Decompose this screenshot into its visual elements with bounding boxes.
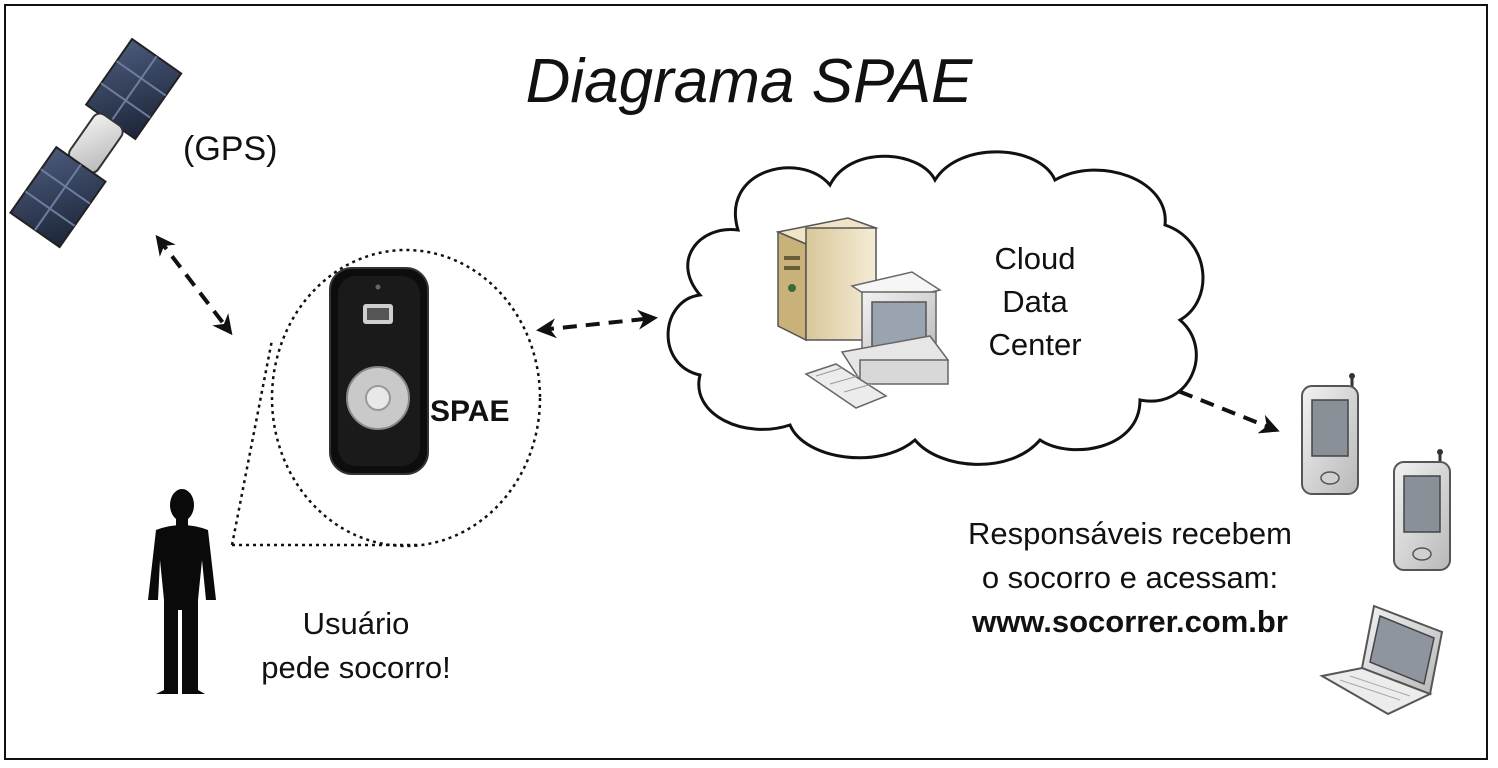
pda-icon xyxy=(1301,373,1359,495)
magnifier-callout xyxy=(230,248,542,548)
device-cloud-arrow xyxy=(536,309,658,339)
cloud-label-line: Center xyxy=(988,327,1082,362)
laptop-icon xyxy=(1319,604,1444,716)
cloud-label-line: Data xyxy=(1002,284,1068,319)
gps-link-arrow xyxy=(155,234,233,336)
keyboard-icon xyxy=(804,363,888,409)
pda-icon xyxy=(1393,449,1451,571)
monitor-icon xyxy=(840,271,950,385)
user-silhouette-icon xyxy=(148,489,216,694)
satellite-icon xyxy=(9,37,183,249)
responders-caption-line: o socorro e acessam: xyxy=(981,560,1279,595)
spae-device-label: SPAE xyxy=(430,395,510,428)
diagram-title: Diagrama SPAE xyxy=(525,47,973,116)
user-caption-line: pede socorro! xyxy=(261,650,451,685)
spae-device-icon xyxy=(329,267,429,475)
gps-label: (GPS) xyxy=(183,130,278,168)
responders-caption-line: Responsáveis recebem xyxy=(968,516,1292,551)
user-caption-line: Usuário xyxy=(302,606,410,641)
cloud-label-line: Cloud xyxy=(994,241,1076,276)
cloud-responders-arrow xyxy=(1154,379,1280,434)
diagram-frame xyxy=(4,4,1488,760)
website-url: www.socorrer.com.br xyxy=(972,604,1288,639)
